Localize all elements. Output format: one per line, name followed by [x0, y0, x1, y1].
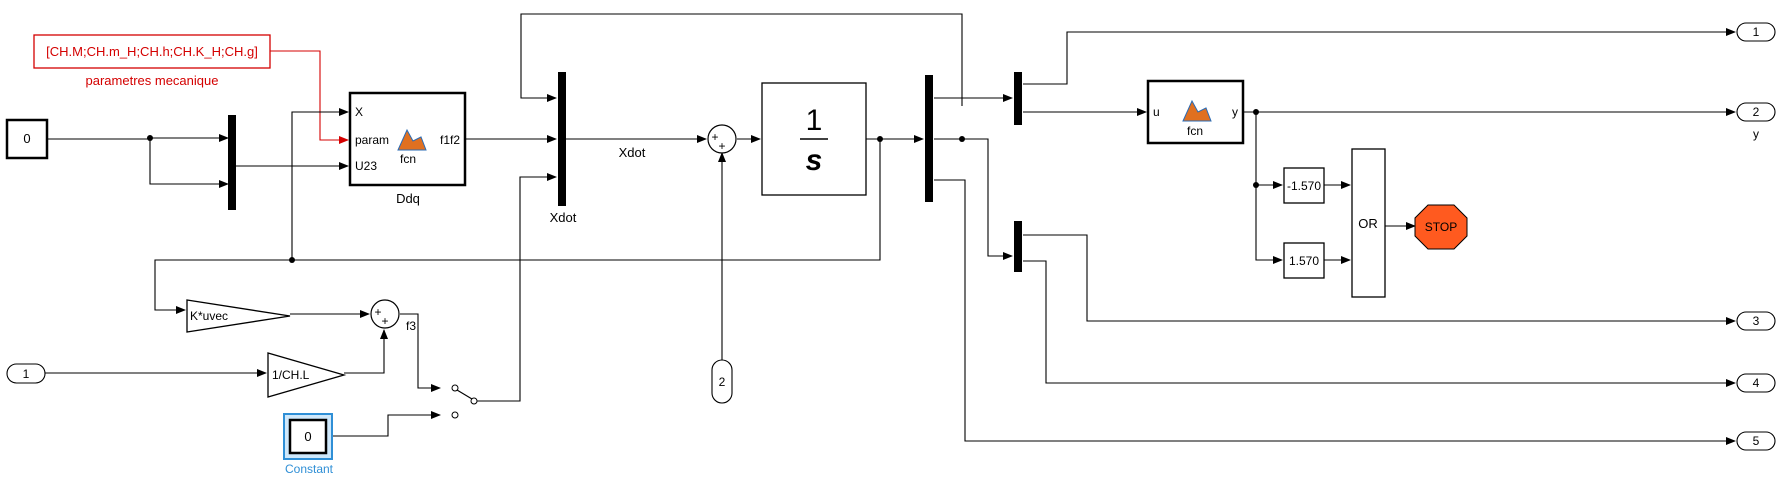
stop-block[interactable]: STOP: [1414, 204, 1468, 250]
demux-main[interactable]: [925, 75, 933, 202]
branch-point: [877, 136, 883, 142]
signal-wires: [45, 13, 1736, 445]
const-pos-block[interactable]: 1.570: [1283, 242, 1325, 279]
fcn-port-y: y: [1232, 105, 1238, 119]
constant-selected-value: 0: [304, 429, 311, 444]
wire-feedback-to-ddq-x[interactable]: [291, 108, 349, 260]
mux-upper-right[interactable]: [1014, 72, 1022, 125]
branch-point: [1253, 109, 1259, 115]
sum-plus-sign: +: [381, 314, 388, 328]
wire-const-branch[interactable]: [149, 138, 229, 188]
fcn-function-block[interactable]: u y fcn: [1146, 79, 1245, 145]
sum-block-f3[interactable]: + +: [370, 299, 400, 329]
matlab-function-icon: [397, 128, 427, 151]
matlab-function-icon: [1182, 99, 1212, 122]
or-label: OR: [1358, 216, 1378, 231]
mux-xdot-caption: Xdot: [550, 210, 577, 225]
outport-4-label: 4: [1753, 376, 1760, 390]
signal-f3-label: f3: [406, 319, 416, 333]
outport-1-label: 1: [1753, 25, 1760, 39]
mux-left[interactable]: [228, 115, 236, 210]
const-pos-value: 1.570: [1289, 254, 1319, 268]
ddq-function-block[interactable]: X param U23 f1f2 fcn: [348, 91, 467, 187]
mux-lower-right[interactable]: [1014, 221, 1022, 272]
wire-demux-to-mux-bottom[interactable]: [934, 138, 1013, 260]
switch-lever: [456, 389, 473, 400]
const-zero-value: 0: [23, 131, 30, 146]
outport-1[interactable]: 1: [1736, 22, 1776, 42]
fcn-port-u: u: [1153, 105, 1160, 119]
inport-1-label: 1: [23, 367, 30, 381]
inport-2-label: 2: [719, 375, 726, 389]
ddq-port-x: X: [355, 105, 363, 119]
outport-3-label: 3: [1753, 314, 1760, 328]
wire-top-loop[interactable]: [520, 13, 963, 106]
wire-param[interactable]: [270, 50, 349, 144]
const-neg-block[interactable]: -1.570: [1283, 167, 1325, 204]
wire-to-outport5[interactable]: [934, 179, 1736, 445]
outport-2-caption: y: [1753, 127, 1759, 141]
branch-point: [959, 136, 965, 142]
param-constant-caption: parametres mecanique: [86, 73, 219, 88]
inport-1[interactable]: 1: [6, 363, 46, 384]
wire-to-outport4[interactable]: [1023, 260, 1736, 387]
outport-2[interactable]: 2: [1736, 102, 1776, 122]
stop-label: STOP: [1425, 220, 1457, 234]
sum-plus-sign: +: [374, 305, 381, 319]
gain-kuvec-label: K*uvec: [190, 309, 228, 323]
gain-l-label: 1/CH.L: [272, 368, 310, 382]
integrator-numerator: 1: [806, 104, 823, 137]
param-constant-block[interactable]: [CH.M;CH.m_H;CH.h;CH.K_H;CH.g]: [33, 34, 271, 69]
branch-point: [289, 257, 295, 263]
ddq-fcn-label: fcn: [400, 152, 416, 166]
ddq-port-u23: U23: [355, 159, 377, 173]
wire-constant-to-switch[interactable]: [331, 411, 441, 437]
or-block[interactable]: OR: [1351, 148, 1386, 298]
outport-2-label: 2: [1753, 105, 1760, 119]
wire-to-outport1[interactable]: [1023, 28, 1736, 85]
wire-gainl-to-sum[interactable]: [344, 329, 388, 374]
wire-feedback-to-gain[interactable]: [154, 138, 881, 314]
ddq-port-param: param: [355, 133, 389, 147]
outport-5-label: 5: [1753, 434, 1760, 448]
const-zero-block[interactable]: 0: [5, 118, 49, 160]
outport-3[interactable]: 3: [1736, 311, 1776, 331]
wire-to-const-neg[interactable]: [1255, 112, 1283, 189]
wire-sum-to-switch[interactable]: [400, 313, 441, 392]
constant-selected-caption: Constant: [285, 462, 334, 476]
wire-switch-to-mux[interactable]: [475, 173, 557, 402]
branch-points: [147, 109, 1259, 263]
sum-plus-sign: +: [711, 130, 718, 144]
mux-xdot[interactable]: [558, 72, 566, 206]
outport-4[interactable]: 4: [1736, 373, 1776, 393]
sum-plus-sign: +: [718, 139, 725, 153]
gain-l-block[interactable]: 1/CH.L: [267, 352, 347, 398]
ddq-caption: Ddq: [396, 191, 420, 206]
wire-const-to-mux[interactable]: [47, 134, 229, 142]
wire-to-outport3[interactable]: [1023, 234, 1736, 325]
ddq-port-f1f2: f1f2: [440, 133, 460, 147]
signal-xdot-label: Xdot: [619, 145, 646, 160]
wire-to-const-pos[interactable]: [1255, 185, 1283, 264]
outport-5[interactable]: 5: [1736, 431, 1776, 451]
integrator-block[interactable]: 1 s: [761, 82, 867, 196]
const-neg-value: -1.570: [1287, 179, 1321, 193]
sum-block-xdot[interactable]: + +: [707, 124, 737, 154]
integrator-denominator: s: [806, 144, 823, 177]
constant-selected-block[interactable]: 0: [283, 413, 333, 460]
inport-2[interactable]: 2: [711, 359, 733, 404]
branch-point: [147, 135, 153, 141]
manual-switch-block[interactable]: [451, 384, 478, 419]
branch-point: [1253, 182, 1259, 188]
fcn-label: fcn: [1187, 124, 1203, 138]
gain-kuvec-block[interactable]: K*uvec: [186, 299, 291, 333]
param-constant-value: [CH.M;CH.m_H;CH.h;CH.K_H;CH.g]: [46, 44, 258, 59]
